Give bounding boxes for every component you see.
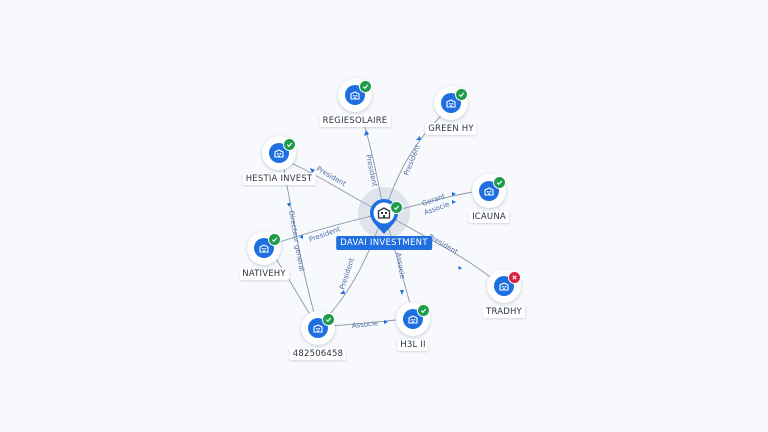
arrow-icauna-1 [452, 192, 456, 196]
arrow-482506458 [340, 290, 345, 294]
node-h3lii[interactable]: H3L II [396, 302, 430, 351]
node-label: REGIESOLAIRE [319, 115, 391, 127]
node-tradhy[interactable]: TRADHY [483, 269, 525, 318]
status-active-icon [322, 313, 335, 326]
node-482506458[interactable]: 482506458 [289, 311, 347, 360]
status-active-icon [455, 88, 468, 101]
node-regiesolaire[interactable]: REGIESOLAIRE [319, 78, 391, 127]
node-label: GREEN HY [425, 123, 477, 135]
arrow-regiesolaire [364, 130, 369, 136]
arrow-hestia [310, 168, 315, 173]
node-greenhy[interactable]: GREEN HY [425, 86, 477, 135]
node-icauna[interactable]: ICAUNA [469, 174, 509, 223]
edge-label-482506458: President [338, 257, 356, 291]
arrow-icauna-2 [452, 200, 456, 204]
node-label: 482506458 [289, 348, 347, 360]
node-label: HESTIA INVEST [242, 173, 316, 185]
status-active-icon [417, 304, 430, 317]
edge-label-tradhy: President [427, 233, 459, 256]
node-nativehy[interactable]: NATIVEHY [239, 231, 289, 280]
status-active-icon [268, 233, 281, 246]
status-inactive-icon [508, 271, 521, 284]
node-label: TRADHY [483, 306, 525, 318]
node-davai-investment[interactable]: DAVAI INVESTMENT [336, 187, 432, 250]
arrow-greenhy [416, 136, 421, 140]
status-active-icon [390, 201, 403, 214]
status-active-icon [359, 80, 372, 93]
edge-label-482-h3l: Associe [351, 319, 378, 330]
node-label: ICAUNA [469, 211, 509, 223]
arrow-hestia-482 [287, 203, 291, 207]
arrow-h3lii [400, 290, 404, 295]
edge-label-hestia-482: Directeur general [287, 210, 306, 272]
edge-label-regiesolaire: President [364, 154, 379, 188]
center-node-label: DAVAI INVESTMENT [336, 236, 432, 250]
node-label: NATIVEHY [239, 268, 289, 280]
node-label: H3L II [397, 339, 429, 351]
status-active-icon [283, 138, 296, 151]
edge-label-greenhy: President [402, 143, 422, 177]
status-active-icon [493, 176, 506, 189]
arrow-482-h3l [384, 320, 388, 324]
arrow-tradhy [458, 266, 462, 270]
edge-label-h3lii: Associe [394, 252, 406, 279]
edge-tradhy [383, 212, 501, 286]
node-hestia-invest[interactable]: HESTIA INVEST [242, 136, 316, 185]
arrow-nativehy [299, 235, 303, 239]
